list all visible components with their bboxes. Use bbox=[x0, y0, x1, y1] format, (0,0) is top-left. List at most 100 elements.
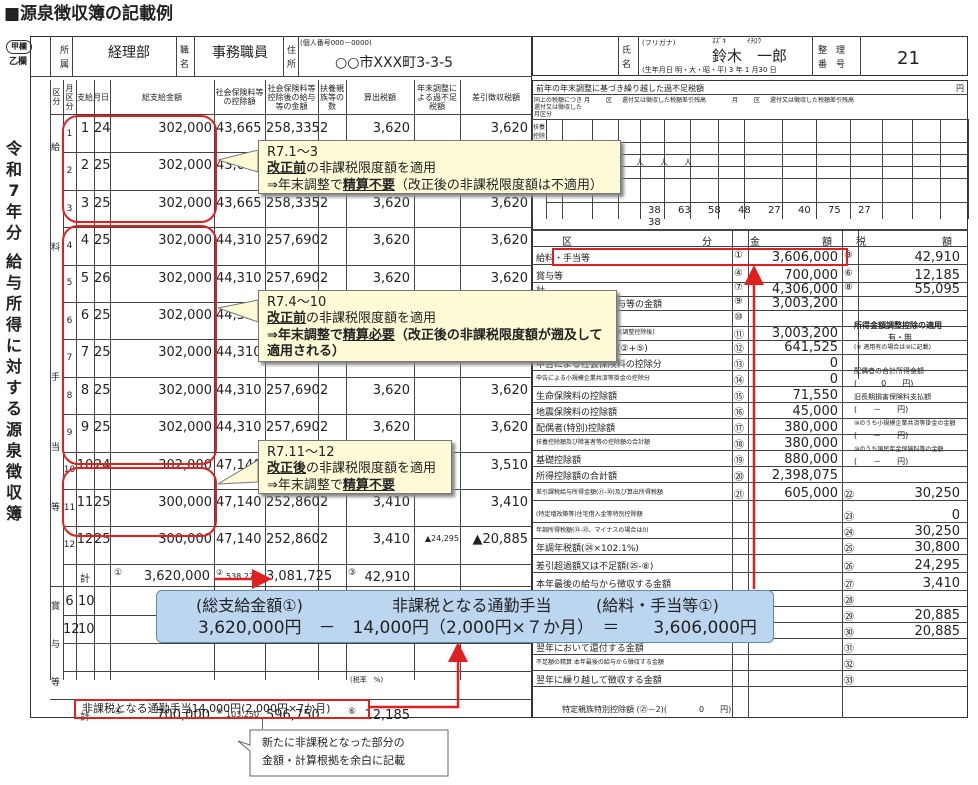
summary-num: ⑫ bbox=[734, 344, 744, 355]
row-tax: 3,410 bbox=[372, 532, 410, 548]
row-ins: 44,310 bbox=[216, 345, 262, 361]
summary-amount: 641,525 bbox=[784, 340, 838, 355]
side-char: 令 bbox=[5, 139, 22, 158]
summary-label: 申告による小規模企業共済等掛金の控除分 bbox=[536, 375, 650, 382]
summary-label: 地震保険料の控除額 bbox=[536, 408, 618, 418]
formula-box bbox=[156, 590, 774, 643]
rh-row2-cell: 月 bbox=[584, 97, 591, 104]
side-char: 源 bbox=[5, 420, 22, 439]
misc-shokibo: ⑩のうち小規模企業共済等掛金の金額 bbox=[854, 420, 956, 427]
side-char: 収 bbox=[5, 483, 22, 502]
shoyo-total-c6: ⑥ bbox=[348, 706, 357, 717]
side-char: 対 bbox=[5, 357, 22, 376]
row-net: 3,510 bbox=[490, 457, 528, 473]
callout-2-l3: 適用される） bbox=[267, 343, 346, 359]
summary-label: 差引超過額又は不足額(㉕-⑧) bbox=[536, 562, 654, 572]
kyuyo-total-amount: 3,620,000 bbox=[143, 568, 210, 584]
side-char: 徴 bbox=[5, 462, 22, 481]
shoyo-rate-empty: (税率 %) bbox=[350, 675, 384, 684]
side-char: 簿 bbox=[5, 504, 22, 523]
row-num: 12 bbox=[63, 540, 76, 551]
kubun-ku: 区 bbox=[562, 237, 572, 248]
row-day: 24 bbox=[94, 121, 111, 136]
side-char: 分 bbox=[5, 223, 22, 242]
summary-num2: ㉜ bbox=[844, 660, 854, 671]
summary-tax: 24,295 bbox=[914, 558, 961, 573]
row-ins: 44,310 bbox=[216, 420, 262, 436]
row-net: 3,620 bbox=[490, 195, 528, 211]
jusho-label: 住所 bbox=[287, 46, 297, 70]
summary-label: 給料・手当等 bbox=[536, 254, 591, 264]
summary-num2: ㉙ bbox=[844, 612, 854, 623]
rh-num: 40 bbox=[798, 205, 811, 216]
summary-label: 年調所得税額(㉒-㉓、マイナスの場合は0) bbox=[536, 527, 649, 534]
summary-tax: 30,250 bbox=[914, 486, 961, 501]
kubun-gaku: 額 bbox=[822, 237, 832, 248]
row-ins: 44,310 bbox=[216, 382, 262, 398]
callout-1-l1: 改正前の非課税限度額を適用 bbox=[267, 161, 437, 177]
rh-num: 38 bbox=[648, 205, 661, 216]
misc-haigu-val: ( 0 円) bbox=[854, 379, 914, 388]
rh-row2-cell: 同上の税額につき還付又は徴収した月区分 bbox=[534, 97, 583, 118]
kyuyo-total-tax: 42,910 bbox=[364, 569, 411, 585]
summary-label: 翌年において還付する金額 bbox=[536, 644, 644, 654]
rh-title: 前年の年末調整に基づき繰り越した過不足税額 bbox=[536, 84, 704, 93]
row-tax: 3,620 bbox=[372, 420, 410, 436]
col-header: 支給月日 bbox=[77, 92, 109, 102]
col-header: 算出税額 bbox=[364, 92, 396, 102]
section-label: 給 bbox=[51, 143, 61, 153]
summary-tax: 55,095 bbox=[914, 282, 961, 297]
kyuyo-total-c1: ① bbox=[114, 567, 123, 578]
summary-label: 不足額の精算 本年最後の給与から徴収する金額 bbox=[536, 659, 664, 666]
misc-haigu: 配偶者の合計所得金額 bbox=[854, 367, 924, 375]
side-char: 得 bbox=[5, 315, 22, 334]
furigana-kana: ｽｽﾞｷ ｲﾁﾛｳ bbox=[712, 37, 761, 45]
row-net: ▲20,885 bbox=[472, 532, 529, 548]
kubun-zei: 税 bbox=[856, 237, 866, 248]
col-header: 総支給金額 bbox=[142, 92, 182, 102]
summary-num2: ㉗ bbox=[844, 580, 854, 591]
kou-otsu-mark: 甲欄 乙欄 bbox=[6, 40, 32, 72]
kubun-bun: 分 bbox=[702, 237, 712, 248]
kyuyo-total-ins: 538,275 bbox=[226, 571, 260, 581]
col-header: 扶養親族等の数 bbox=[320, 83, 344, 111]
jusho-value: ○○市XXX町3-3-5 bbox=[335, 55, 454, 71]
col-header: 社会保険料等の控除額 bbox=[215, 88, 264, 106]
row-tax: 3,620 bbox=[372, 195, 410, 211]
summary-num2: ㉒ bbox=[844, 490, 854, 501]
summary-num2: ㉘ bbox=[844, 596, 854, 607]
row-ins: 43,665 bbox=[216, 195, 262, 211]
row-day: 25 bbox=[94, 345, 111, 361]
shoku-value: 事務職員 bbox=[212, 45, 268, 61]
bottom-callout-l1: 新たに非課税となった部分の bbox=[262, 736, 405, 749]
row-num: 11 bbox=[63, 502, 76, 513]
callout-r7-1-3: R7.1～3 改正前の非課税限度額を適用 ⇒年末調整で精算不要（改正後の非課税限… bbox=[258, 140, 621, 194]
row-tax: 3,410 bbox=[372, 495, 410, 510]
misc-kyu-chou-val: ( － 円) bbox=[854, 405, 909, 414]
summary-amount: 605,000 bbox=[784, 486, 838, 501]
rh-row2-cell: 月 bbox=[732, 97, 739, 104]
kubun-kin: 金 bbox=[750, 237, 760, 248]
summary-tax: 12,185 bbox=[914, 268, 961, 283]
row-total: 302,000 bbox=[158, 158, 212, 174]
side-char: 年 bbox=[5, 202, 22, 221]
row-diff: ▲24,295 bbox=[424, 534, 459, 544]
formula-h1: (総支給金額①) bbox=[196, 596, 303, 615]
summary-label: 賞与等 bbox=[536, 272, 564, 282]
summary-tax: 20,885 bbox=[914, 608, 961, 623]
row-dep: 2 bbox=[320, 121, 329, 136]
kubun-gaku2: 額 bbox=[942, 237, 952, 248]
row-day: 25 bbox=[94, 158, 111, 174]
side-char: 所 bbox=[5, 294, 22, 313]
row-net: 3,620 bbox=[490, 382, 528, 398]
rh-dep-cell: 人 bbox=[660, 158, 668, 167]
row-after: 257,690 bbox=[266, 233, 320, 249]
shoyo-total-ins: 103,250 bbox=[226, 709, 260, 719]
row-month: 7 bbox=[80, 345, 90, 361]
shoyo-day: 10 bbox=[78, 593, 95, 609]
shoyo-month: 12 bbox=[63, 621, 80, 637]
bottom-callout-l2: 金額・計算根拠を余白に記載 bbox=[262, 754, 405, 767]
summary-amount: 4,306,000 bbox=[771, 282, 838, 297]
side-char: 与 bbox=[5, 273, 22, 292]
row-num: 1 bbox=[66, 128, 73, 139]
